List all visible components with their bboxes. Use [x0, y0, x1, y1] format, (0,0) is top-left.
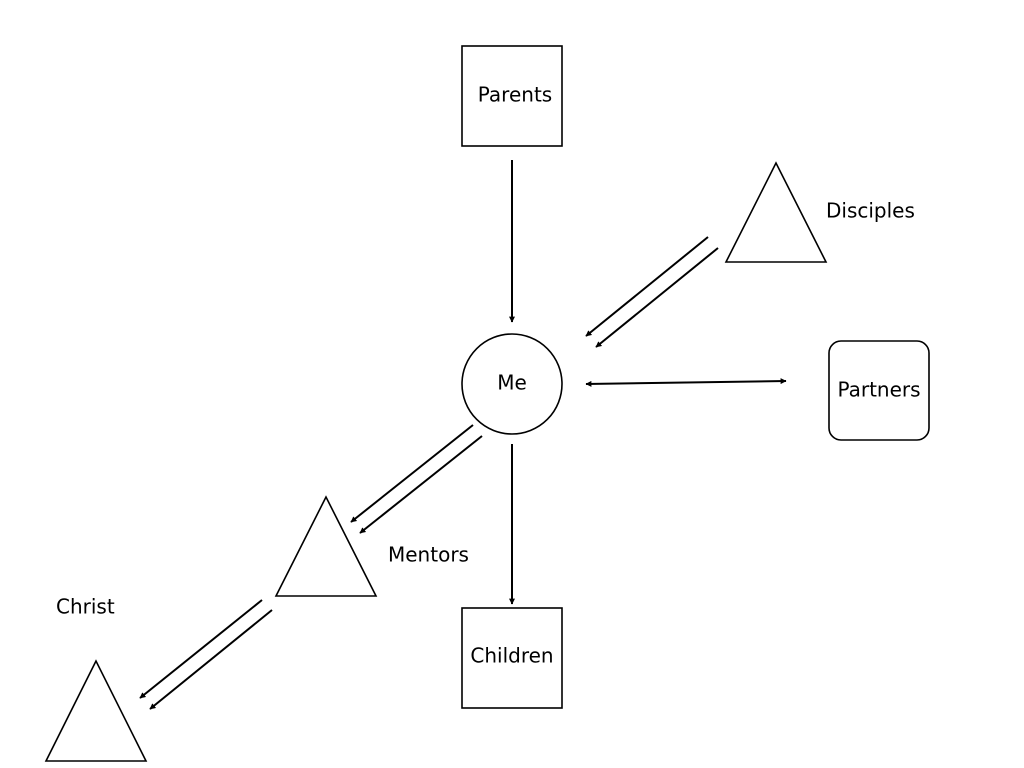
me-label: Me: [497, 371, 527, 395]
arrow-mentors-to-christ-1: [139, 599, 263, 699]
children-label: Children: [470, 644, 553, 668]
disciples-triangle: [724, 161, 828, 263]
arrow-disciples-to-me-2: [595, 247, 719, 348]
arrow-disciples-to-me-1: [585, 236, 709, 337]
mentors-triangle: [274, 495, 378, 597]
arrow-mentors-to-christ-2: [149, 609, 273, 710]
mentors-label: Mentors: [388, 543, 469, 567]
parents-label: Parents: [478, 83, 552, 107]
parents-box: [461, 45, 563, 147]
partners-label: Partners: [837, 378, 920, 402]
arrow-me-partners: [585, 378, 787, 387]
me-circle: [461, 333, 563, 435]
arrow-me-to-mentors-1: [350, 424, 474, 523]
christ-triangle: [44, 659, 148, 762]
disciples-label: Disciples: [826, 199, 915, 223]
partners-box: [828, 340, 930, 441]
christ-label: Christ: [56, 595, 115, 619]
children-box: [461, 607, 563, 709]
arrow-me-to-mentors-2: [359, 435, 483, 534]
